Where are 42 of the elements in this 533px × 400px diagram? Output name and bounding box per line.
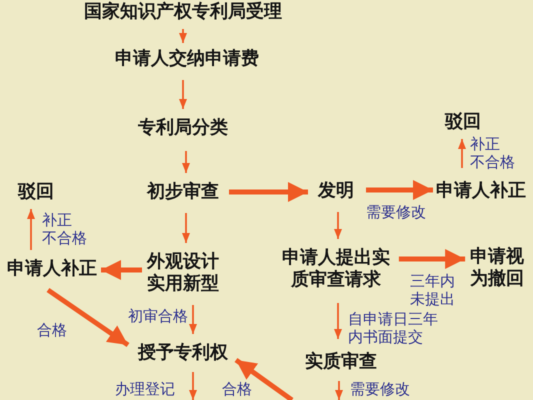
- step-label: 专利局分类: [138, 117, 228, 139]
- step-label: 申请视为撤回: [469, 246, 525, 290]
- arrow: [335, 381, 343, 400]
- step-label: 申请人补正: [7, 258, 97, 280]
- edge-label: 三年内未提出: [410, 272, 456, 308]
- step-label: 实质审查: [305, 351, 377, 373]
- arrow: [189, 372, 197, 400]
- step-label: 驳回: [445, 111, 481, 133]
- edge-label: 需要修改: [366, 203, 426, 221]
- edge-label: 办理登记: [115, 380, 175, 398]
- arrow: [398, 249, 466, 269]
- step-label: 初步审查: [147, 181, 219, 203]
- arrow: [182, 213, 190, 243]
- step-label: 实用新型: [147, 273, 219, 295]
- edge-label: 补正不合格: [470, 135, 515, 171]
- edge-label: 自申请日三年内书面提交: [348, 310, 440, 346]
- edge-label: 需要修改: [350, 380, 410, 398]
- step-label: 授予专利权: [138, 342, 228, 364]
- arrow: [458, 139, 466, 168]
- arrow: [27, 209, 35, 250]
- step-label: 发明: [318, 180, 354, 202]
- edge-label: 初审合格: [128, 307, 188, 325]
- arrow: [179, 29, 187, 43]
- edge-label: 合格: [37, 321, 67, 339]
- arrow: [234, 358, 294, 400]
- arrow: [182, 151, 190, 173]
- arrow: [179, 80, 187, 109]
- step-label: 外观设计: [147, 251, 219, 273]
- step-label: 国家知识产权专利局受理: [84, 1, 282, 23]
- arrow: [229, 182, 308, 202]
- arrow: [334, 303, 342, 339]
- arrow: [101, 260, 142, 280]
- arrow: [189, 305, 197, 334]
- arrow: [334, 212, 342, 239]
- arrow: [366, 180, 433, 200]
- step-label: 申请人交纳申请费: [115, 48, 259, 70]
- step-label: 申请人补正: [436, 180, 526, 202]
- step-label: 申请人提出实质审查请求: [281, 247, 391, 291]
- step-label: 驳回: [18, 181, 54, 203]
- edge-label: 补正不合格: [42, 211, 87, 247]
- arrow: [46, 288, 130, 348]
- edge-label: 合格: [222, 380, 252, 398]
